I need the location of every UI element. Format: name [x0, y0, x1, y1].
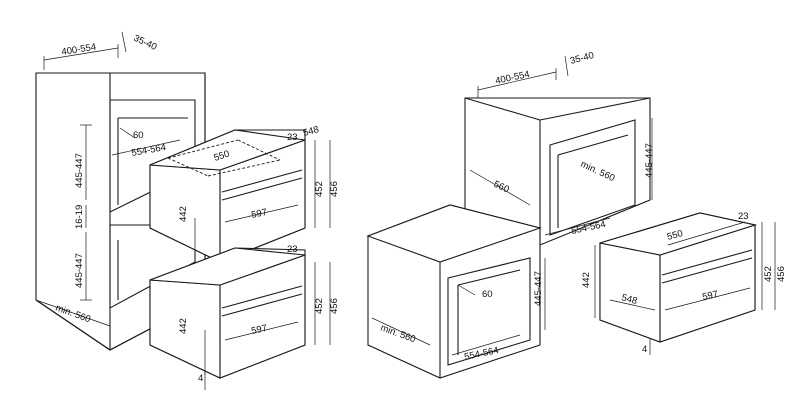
left-gap-label: 16-19	[74, 205, 85, 229]
left-upper-23-label: 23	[287, 132, 298, 143]
right-bottom-4-label: 4	[642, 344, 647, 355]
right-width-label: 400-554	[494, 69, 530, 87]
left-upper-548-label: 548	[302, 124, 320, 139]
left-lower-452-label: 452	[314, 298, 325, 314]
left-lower-442-label: 442	[178, 318, 189, 334]
right-oven-548-label: 548	[620, 292, 638, 307]
right-oven-456-label: 456	[776, 266, 787, 282]
left-dimension-lines	[35, 31, 331, 390]
right-counter-60-label: 60	[482, 289, 493, 300]
left-lower-23-label: 23	[287, 244, 298, 255]
right-tall-cabinet	[464, 97, 651, 246]
right-compact-oven	[599, 212, 758, 343]
right-counter-cabinet	[366, 204, 542, 379]
right-depth-top-label: 35-40	[569, 50, 595, 67]
right-oven-width-label: 550	[666, 228, 684, 243]
left-bottom-4-label: 4	[198, 373, 203, 384]
left-upper-597-label: 597	[250, 207, 268, 221]
right-counter-niche-height-label: 445-447	[533, 271, 544, 306]
left-upper-442-label: 442	[178, 206, 189, 222]
left-lower-456-label: 456	[329, 298, 340, 314]
right-oven-452-label: 452	[763, 266, 774, 282]
right-oven-442-label: 442	[581, 272, 592, 288]
left-lower-oven	[149, 247, 306, 379]
left-upper-60-label: 60	[133, 130, 144, 141]
right-oven-597-label: 597	[701, 289, 719, 303]
right-oven-23-label: 23	[738, 211, 749, 222]
left-lower-niche-height-label: 445-447	[74, 253, 85, 288]
left-upper-oven	[149, 129, 306, 263]
left-upper-oven-width-label: 550	[213, 148, 231, 163]
left-depth-top-label: 35-40	[132, 33, 159, 53]
left-upper-456-label: 456	[329, 181, 340, 197]
left-width-label: 400-554	[61, 42, 97, 58]
left-upper-452-label: 452	[314, 181, 325, 197]
right-tall-niche-height-label: 445-447	[644, 143, 655, 178]
left-upper-niche-height-label: 445-447	[74, 153, 85, 188]
right-dimension-lines	[371, 55, 776, 356]
left-lower-597-label: 597	[250, 323, 268, 337]
